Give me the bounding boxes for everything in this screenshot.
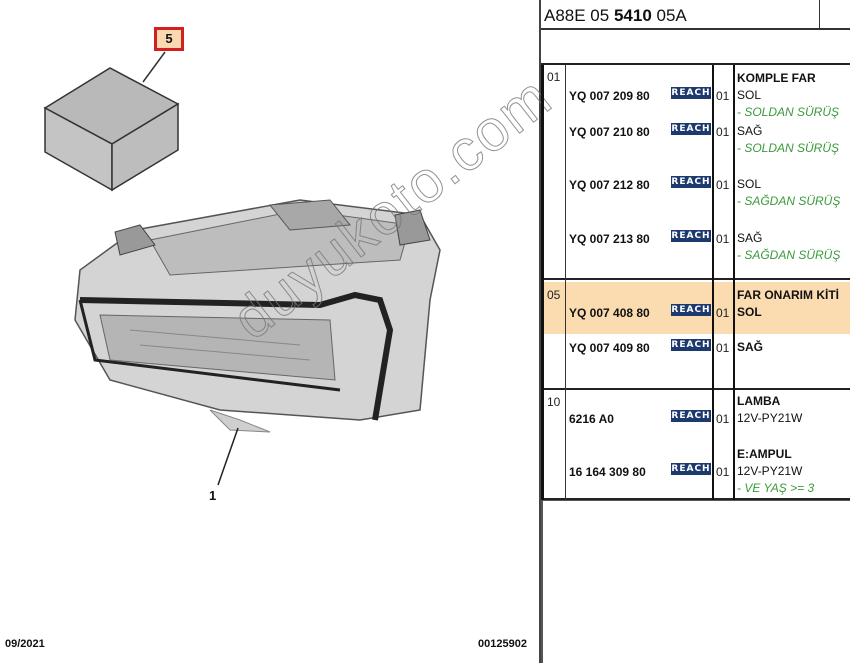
part-variant: 12V-PY21W xyxy=(737,464,803,478)
part-variant: 12V-PY21W xyxy=(737,411,803,425)
part-note: - SOLDAN SÜRÜŞ xyxy=(737,141,840,155)
ref-code-bold: 5410 xyxy=(613,6,652,25)
reach-badge: REACH xyxy=(671,176,711,188)
quantity: 01 xyxy=(716,178,730,192)
part-description: LAMBA 12V-PY21W xyxy=(737,393,802,427)
part-reference[interactable]: 6216 A0 xyxy=(569,412,614,426)
part-title: FAR ONARIM KİTİ xyxy=(737,288,839,302)
part-note: - SAĞDAN SÜRÜŞ xyxy=(737,194,841,208)
part-description: SOL - SAĞDAN SÜRÜŞ xyxy=(737,176,840,210)
part-note: - SAĞDAN SÜRÜŞ xyxy=(737,248,841,262)
panel-left-border xyxy=(541,500,543,663)
reach-badge: REACH xyxy=(671,410,711,422)
callout-5[interactable]: 5 xyxy=(154,27,184,51)
reference-header: A88E 05 5410 05A xyxy=(541,0,850,30)
reach-badge: REACH xyxy=(671,87,711,99)
part-variant: SOL xyxy=(737,88,762,102)
headlamp-illustration xyxy=(43,51,441,486)
part-title: E:AMPUL xyxy=(737,447,792,461)
quantity: 01 xyxy=(716,341,730,355)
quantity: 01 xyxy=(716,232,730,246)
illustration-panel: duyukoto.com 5 1 09/2021 00125902 xyxy=(5,0,565,663)
reach-badge: REACH xyxy=(671,304,711,316)
part-description: FAR ONARIM KİTİ SOL xyxy=(737,287,839,321)
part-title: LAMBA xyxy=(737,394,781,408)
group-number: 05 xyxy=(547,288,561,302)
column-divider xyxy=(733,65,735,500)
group-number: 01 xyxy=(547,70,561,84)
part-reference[interactable]: YQ 007 213 80 xyxy=(569,232,650,246)
column-divider xyxy=(712,65,714,500)
part-reference[interactable]: YQ 007 209 80 xyxy=(569,89,650,103)
parts-panel: A88E 05 5410 05A 01 YQ 007 209 80 REACH … xyxy=(541,0,850,663)
header-divider xyxy=(819,0,820,28)
part-description: KOMPLE FAR SOL - SOLDAN SÜRÜŞ xyxy=(737,70,839,121)
part-variant: SAĞ xyxy=(737,340,764,354)
reach-badge: REACH xyxy=(671,230,711,242)
reach-badge: REACH xyxy=(671,463,711,475)
column-divider xyxy=(565,65,566,500)
part-description: SAĞ xyxy=(737,339,763,356)
callout-1[interactable]: 1 xyxy=(209,488,217,503)
ref-code-prefix: A88E 05 xyxy=(544,6,614,25)
quantity: 01 xyxy=(716,412,730,426)
reference-code: A88E 05 5410 05A xyxy=(544,6,687,26)
illustration-number: 00125902 xyxy=(478,638,527,650)
part-variant: SAĞ xyxy=(737,231,763,245)
part-reference[interactable]: YQ 007 408 80 xyxy=(569,306,650,320)
reach-badge: REACH xyxy=(671,123,711,135)
quantity: 01 xyxy=(716,89,730,103)
quantity: 01 xyxy=(716,306,730,320)
blank-header-row xyxy=(541,30,850,65)
part-variant: SOL xyxy=(737,177,762,191)
group-number: 10 xyxy=(547,395,561,409)
part-description: E:AMPUL 12V-PY21W - VE YAŞ >= 3 xyxy=(737,446,814,497)
document-date: 09/2021 xyxy=(5,638,45,650)
part-reference[interactable]: YQ 007 210 80 xyxy=(569,125,650,139)
part-note: - SOLDAN SÜRÜŞ xyxy=(737,105,840,119)
part-variant: SOL xyxy=(737,305,762,319)
parts-group-10: 10 6216 A0 REACH 01 LAMBA 12V-PY21W 16 1… xyxy=(544,390,850,500)
part-reference[interactable]: 16 164 309 80 xyxy=(569,465,646,479)
parts-group-05: 05 YQ 007 408 80 REACH 01 FAR ONARIM KİT… xyxy=(544,280,850,390)
headlamp-icon xyxy=(74,199,441,486)
part-description: SAĞ - SAĞDAN SÜRÜŞ xyxy=(737,230,840,264)
table-bottom-border xyxy=(541,500,850,501)
parts-group-01: 01 YQ 007 209 80 REACH 01 KOMPLE FAR SOL… xyxy=(544,65,850,280)
parts-table: 01 YQ 007 209 80 REACH 01 KOMPLE FAR SOL… xyxy=(541,65,850,500)
quantity: 01 xyxy=(716,125,730,139)
repair-kit-box-icon xyxy=(43,51,180,192)
reach-badge: REACH xyxy=(671,339,711,351)
part-title: KOMPLE FAR xyxy=(737,71,816,85)
part-reference[interactable]: YQ 007 212 80 xyxy=(569,178,650,192)
part-variant: SAĞ xyxy=(737,124,763,138)
part-description: SAĞ - SOLDAN SÜRÜŞ xyxy=(737,123,839,157)
ref-code-suffix: 05A xyxy=(651,6,687,25)
part-note: - VE YAŞ >= 3 xyxy=(737,481,815,495)
part-reference[interactable]: YQ 007 409 80 xyxy=(569,341,650,355)
quantity: 01 xyxy=(716,465,730,479)
